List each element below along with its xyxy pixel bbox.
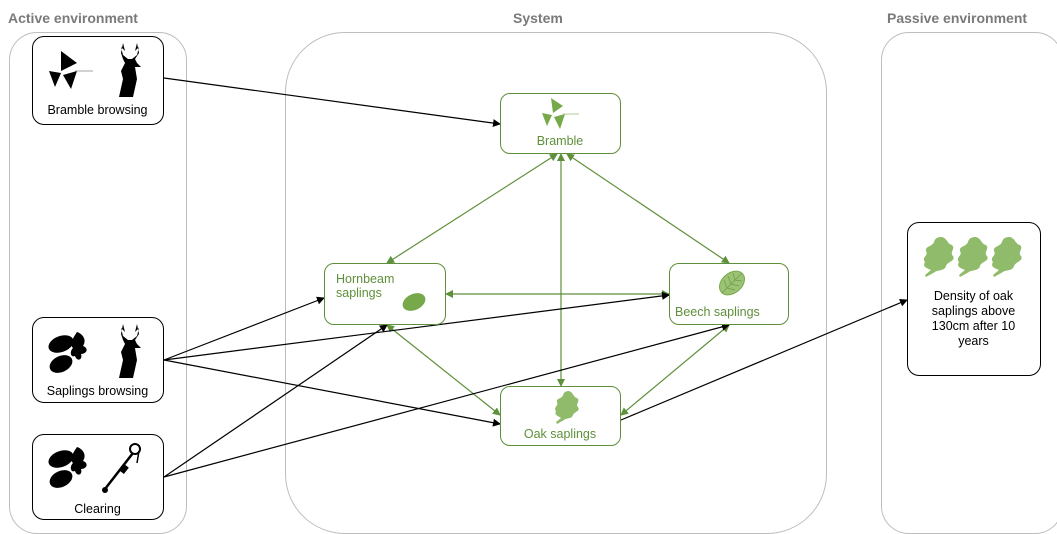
oak-density-node[interactable]: Density of oak saplings above 130cm afte… (907, 222, 1041, 376)
hornbeam-label-line2: saplings (336, 286, 382, 300)
oak-label: Oak saplings (523, 427, 597, 441)
oak-density-label-line1: Density of oak (933, 289, 1014, 303)
arrow-beech-oak (620, 324, 730, 416)
bramble-leaf-icon (49, 51, 93, 89)
hornbeam-saplings-node[interactable]: Hornbeam saplings (324, 263, 446, 325)
arrow-bramble-beech (566, 153, 730, 264)
arrow-oak-to-density (612, 299, 908, 427)
passive-environment-title: Passive environment (887, 10, 1028, 26)
bramble-browsing-node[interactable]: Bramble browsing (32, 36, 164, 125)
roe-deer-icon (119, 324, 141, 378)
clearing-label: Clearing (74, 502, 121, 516)
oak-leaf-icon (923, 237, 1022, 277)
relations-diagram (163, 77, 908, 478)
brush-cutter-icon (102, 443, 141, 493)
oak-density-label-line2: saplings above (931, 304, 1016, 318)
system-title: System (513, 10, 563, 26)
beech-leaf-icon (48, 447, 87, 488)
saplings-browsing-node[interactable]: Saplings browsing (32, 317, 164, 403)
arrow-bramble-hornbeam (386, 153, 558, 264)
roe-deer-icon (119, 43, 141, 97)
beech-label: Beech saplings (675, 305, 760, 319)
beech-leaf-icon (718, 270, 746, 296)
beech-saplings-node[interactable]: Beech saplings (669, 263, 789, 325)
arrow-bramble-browsing-to-bramble (163, 77, 501, 128)
saplings-browsing-label: Saplings browsing (46, 384, 149, 398)
clearing-node[interactable]: Clearing (32, 434, 164, 520)
arrow-saplings-browsing-to-hornbeam (163, 296, 325, 361)
oak-leaf-icon (555, 391, 579, 424)
arrow-saplings-browsing-to-oak (163, 359, 501, 427)
oak-saplings-node[interactable]: Oak saplings (500, 386, 621, 446)
active-environment-title: Active environment (8, 10, 138, 26)
oak-density-label-line3: 130cm after 10 (931, 319, 1016, 333)
bramble-browsing-label: Bramble browsing (47, 103, 148, 117)
arrow-saplings-browsing-to-beech (163, 291, 670, 361)
oak-density-label-line4: years (958, 334, 989, 348)
bramble-label: Bramble (536, 134, 584, 148)
bramble-leaf-icon (542, 98, 579, 129)
bramble-node[interactable]: Bramble (500, 93, 621, 154)
hornbeam-label-line1: Hornbeam (336, 272, 395, 286)
arrow-clearing-to-beech (163, 322, 730, 478)
beech-leaf-icon (48, 332, 87, 373)
arrow-hornbeam-oak (386, 324, 501, 416)
arrow-clearing-to-hornbeam (163, 324, 388, 478)
hornbeam-leaf-icon (402, 293, 426, 311)
